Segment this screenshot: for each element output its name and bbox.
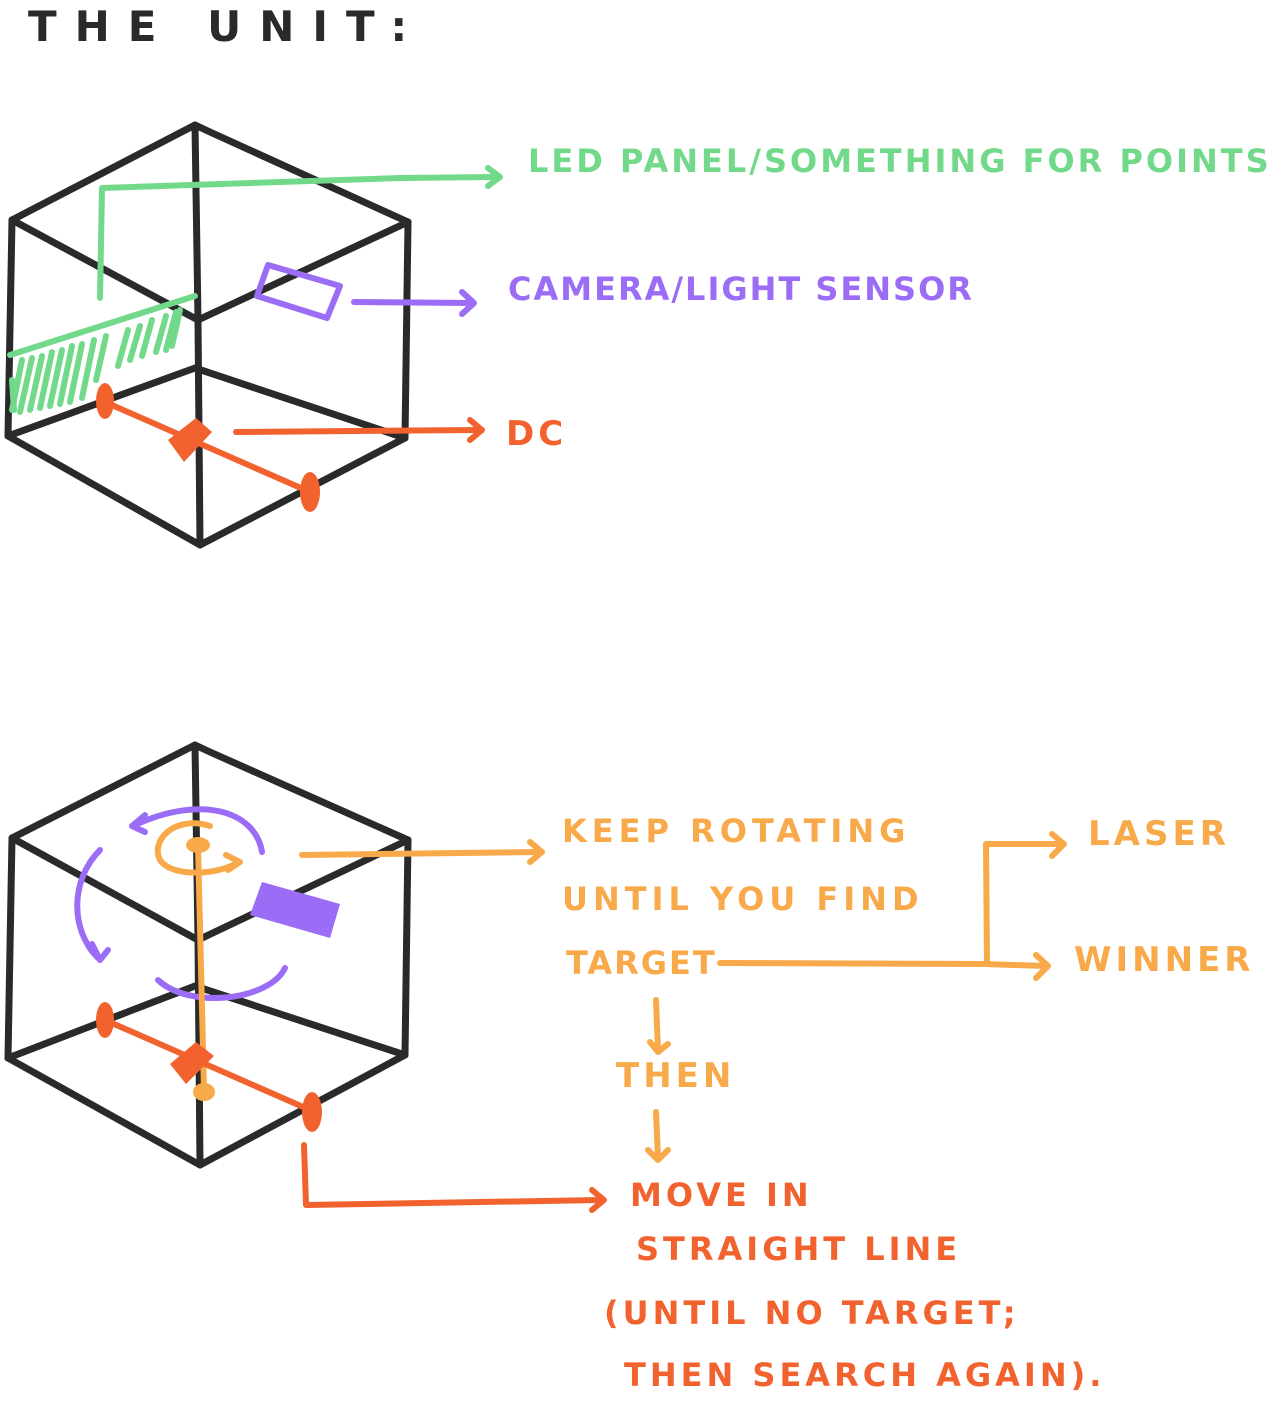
led-arrowhead xyxy=(485,165,503,189)
cube-edge xyxy=(4,982,409,1062)
cube-edge xyxy=(4,1051,409,1169)
camera-label: CAMERA/LIGHT SENSOR xyxy=(508,270,974,308)
page-title: THE UNIT: xyxy=(28,2,426,51)
then-arrow-2 xyxy=(645,1109,671,1163)
cube-edge xyxy=(4,364,409,442)
laser-label: LASER xyxy=(1088,814,1230,854)
cube-edge xyxy=(4,216,16,440)
wheel xyxy=(96,383,114,419)
cube-edge xyxy=(4,432,409,549)
wheel xyxy=(96,1002,114,1038)
led-panel-label: LED PANEL/SOMETHING FOR POINTS xyxy=(528,142,1268,180)
sensor-block xyxy=(250,882,340,938)
cube-edge xyxy=(8,741,412,844)
cube-edge xyxy=(4,834,16,1062)
motor-body xyxy=(168,418,212,462)
move-label-line3: (UNTIL NO TARGET; xyxy=(604,1294,1020,1332)
dc-motor-assembly xyxy=(96,383,320,512)
then-arrow-1 xyxy=(647,997,671,1055)
wheel xyxy=(300,472,320,512)
rotate-arrowhead xyxy=(527,839,545,865)
move-label-line2: STRAIGHT LINE xyxy=(636,1230,962,1268)
target-branch-line xyxy=(717,960,1048,969)
dc-label: DC xyxy=(506,414,568,454)
keep-rotating-label-line2: UNTIL YOU FIND xyxy=(562,880,924,918)
camera-box xyxy=(254,262,343,321)
dc-arrowhead xyxy=(467,417,485,443)
camera-leader-line xyxy=(351,299,475,306)
dc-motor-assembly-2 xyxy=(96,1002,322,1132)
laser-branch-line xyxy=(983,841,1063,967)
move-label-line4: THEN SEARCH AGAIN). xyxy=(624,1356,1106,1394)
cube-edge xyxy=(401,836,412,1059)
cube-edge xyxy=(8,121,412,226)
rotation-arrows xyxy=(74,806,288,1001)
motor-body xyxy=(170,1042,214,1084)
move-arrowhead xyxy=(589,1187,607,1213)
camera-arrowhead xyxy=(459,289,477,317)
laser-arrowhead xyxy=(1049,831,1067,859)
move-label-line1: MOVE IN xyxy=(630,1176,813,1214)
keep-rotating-label-line1: KEEP ROTATING xyxy=(562,812,911,850)
target-label: TARGET xyxy=(566,944,717,982)
winner-arrowhead xyxy=(1033,952,1051,981)
led-panel-hatch xyxy=(7,293,198,415)
cube-edge xyxy=(401,218,412,442)
dc-leader-line xyxy=(233,427,483,435)
rotate-leader-line xyxy=(299,849,543,858)
cube-edge xyxy=(8,216,412,324)
winner-label: WINNER xyxy=(1074,940,1255,980)
then-label: THEN xyxy=(616,1056,736,1096)
cube-edge xyxy=(191,121,202,324)
move-leader-line xyxy=(301,1142,603,1208)
wheel xyxy=(302,1092,322,1132)
led-leader-line xyxy=(97,174,498,301)
